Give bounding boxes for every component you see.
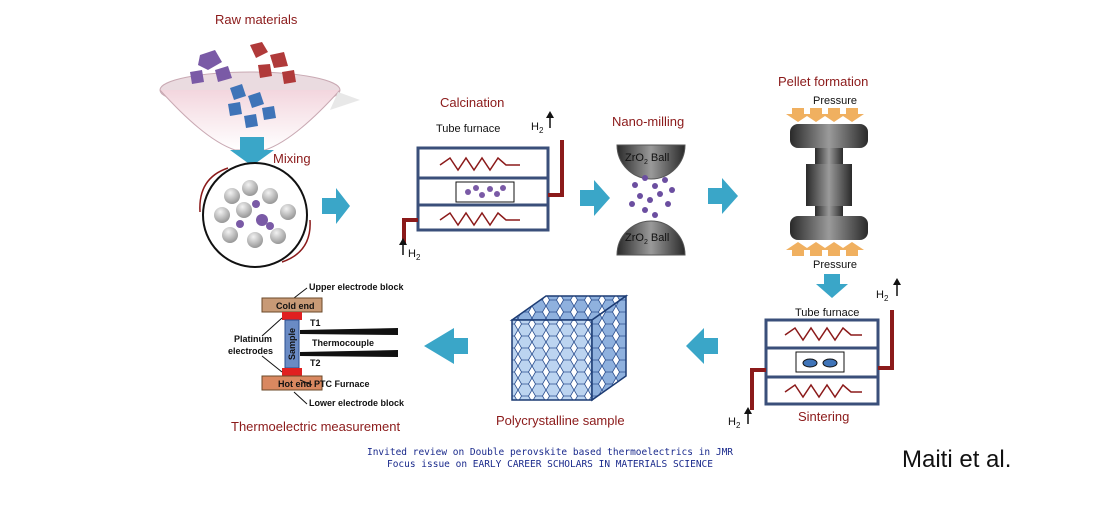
raw-materials-label: Raw materials bbox=[215, 12, 298, 27]
arrowhead bbox=[744, 407, 752, 414]
upper-electrode-label: Upper electrode block bbox=[309, 282, 405, 292]
milling-balls bbox=[616, 144, 686, 256]
arrowhead bbox=[546, 111, 554, 118]
sintering-label: Sintering bbox=[798, 409, 849, 424]
pressure-label-bottom: Pressure bbox=[813, 259, 857, 271]
arrowhead bbox=[893, 278, 901, 285]
t2-label: T2 bbox=[310, 358, 321, 368]
h2-label-calc-bottom: H2 bbox=[408, 248, 421, 262]
sample-label: Sample bbox=[287, 328, 297, 360]
pressure-label-top: Pressure bbox=[813, 95, 857, 107]
hot-end-label: Hot end bbox=[278, 379, 312, 389]
cold-end-label: Cold end bbox=[276, 301, 315, 311]
zro2-ball-bottom: ZrO2 Ball bbox=[625, 232, 669, 246]
thermocouple-label: Thermocouple bbox=[312, 338, 374, 348]
thermoelectric-label: Thermoelectric measurement bbox=[231, 419, 400, 434]
arrow-down-2 bbox=[816, 274, 848, 298]
author-credit: Maiti et al. bbox=[902, 446, 1012, 473]
polycrystalline-label: Polycrystalline sample bbox=[496, 413, 625, 428]
arrow-left-2 bbox=[424, 328, 468, 364]
arrow-right-1 bbox=[322, 188, 350, 224]
arrow-left-1 bbox=[686, 328, 718, 364]
arrow-down-1 bbox=[230, 137, 274, 166]
measurement-setup bbox=[261, 297, 398, 391]
calcination-label: Calcination bbox=[440, 95, 504, 110]
arrow-right-3 bbox=[708, 178, 738, 214]
platinum-label: Platinum bbox=[234, 334, 272, 344]
calcination-furnace bbox=[402, 140, 564, 245]
tube-furnace-label-1: Tube furnace bbox=[436, 123, 500, 135]
mixing-jar bbox=[199, 162, 311, 268]
caption: Invited review on Double perovskite base… bbox=[330, 447, 770, 471]
electrodes-label: electrodes bbox=[228, 346, 273, 356]
pressure-arrows-bottom bbox=[786, 242, 864, 256]
h2-label-sint-bottom: H2 bbox=[728, 416, 741, 430]
pointer-line bbox=[261, 317, 283, 337]
nano-milling-label: Nano-milling bbox=[612, 114, 684, 129]
t1-label: T1 bbox=[310, 318, 321, 328]
lower-electrode-label: Lower electrode block bbox=[309, 398, 405, 408]
ptc-furnace-label: PTC Furnace bbox=[314, 379, 370, 389]
arrow-right-2 bbox=[580, 180, 610, 216]
caption-line-1: Invited review on Double perovskite base… bbox=[366, 447, 734, 458]
funnel-illustration bbox=[159, 42, 360, 151]
arrowhead bbox=[399, 238, 407, 245]
h2-label-sint-top: H2 bbox=[876, 289, 889, 303]
zro2-ball-top: ZrO2 Ball bbox=[625, 152, 669, 166]
mixing-label: Mixing bbox=[273, 151, 311, 166]
pellet-press bbox=[790, 124, 868, 240]
pellet-formation-label: Pellet formation bbox=[778, 74, 868, 89]
pointer-line bbox=[293, 287, 308, 299]
pointer-line bbox=[293, 391, 308, 405]
polycrystalline-cube bbox=[509, 294, 629, 402]
sintering-furnace bbox=[750, 310, 894, 410]
caption-line-2: Focus issue on EARLY CAREER SCHOLARS IN … bbox=[386, 459, 713, 470]
pointer-line bbox=[261, 355, 283, 373]
pointer-line bbox=[299, 379, 313, 386]
tube-furnace-label-2: Tube furnace bbox=[795, 307, 859, 319]
pressure-arrows-top bbox=[786, 108, 864, 122]
h2-label-calc-top: H2 bbox=[531, 121, 544, 135]
